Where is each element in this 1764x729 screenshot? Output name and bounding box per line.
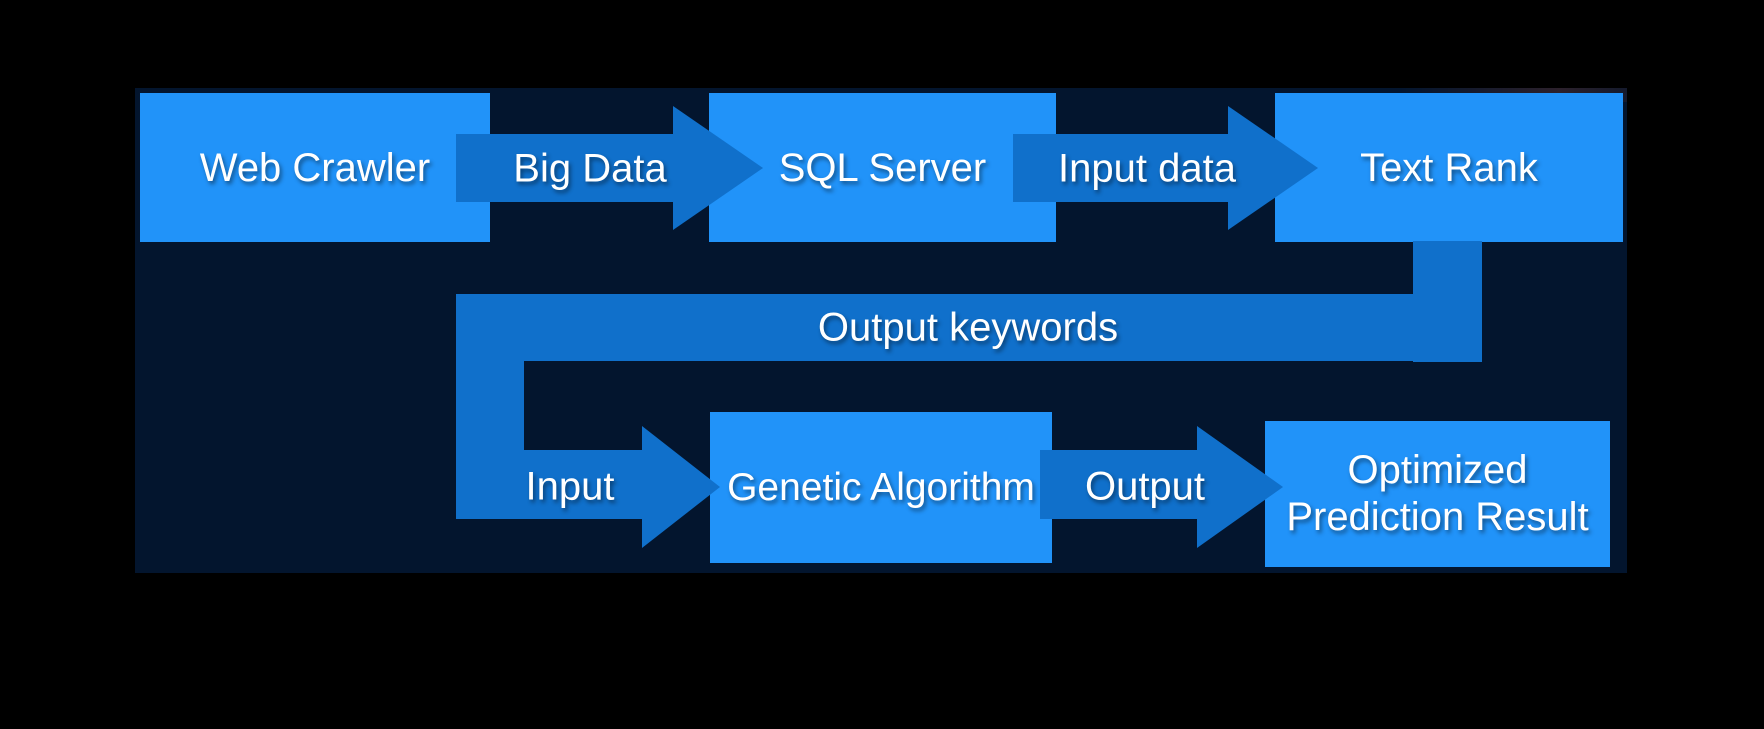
arrow-input-shaft <box>456 450 642 519</box>
node-optimized-line-1: Optimized <box>1347 448 1528 492</box>
node-text-rank-label: Text Rank <box>1360 145 1538 190</box>
arrow-output-shaft <box>1040 450 1197 519</box>
node-web-crawler-label: Web Crawler <box>199 145 431 190</box>
edge-label-input: Input <box>525 464 615 509</box>
node-web-crawler: Web Crawler <box>140 93 490 242</box>
node-optimized-line-2: Prediction Result <box>1286 495 1589 539</box>
edge-label-input-data: Input data <box>1058 146 1236 191</box>
arrow-input-data-shaft <box>1013 134 1228 202</box>
edge-label-big-data: Big Data <box>513 146 667 191</box>
node-text-rank: Text Rank <box>1275 93 1623 242</box>
node-optimized-prediction-result: Optimized Prediction Result <box>1265 421 1610 567</box>
node-genetic-algorithm: Genetic Algorithm <box>710 412 1052 563</box>
arrow-big-data-shaft <box>456 134 673 202</box>
node-sql-server-label: SQL Server <box>778 145 987 190</box>
node-sql-server: SQL Server <box>709 93 1056 242</box>
connector-output-keywords-band <box>456 294 1480 361</box>
edge-label-output: Output <box>1084 464 1206 509</box>
edge-label-output-keywords: Output keywords <box>817 305 1119 350</box>
node-genetic-algorithm-label: Genetic Algorithm <box>727 465 1035 509</box>
